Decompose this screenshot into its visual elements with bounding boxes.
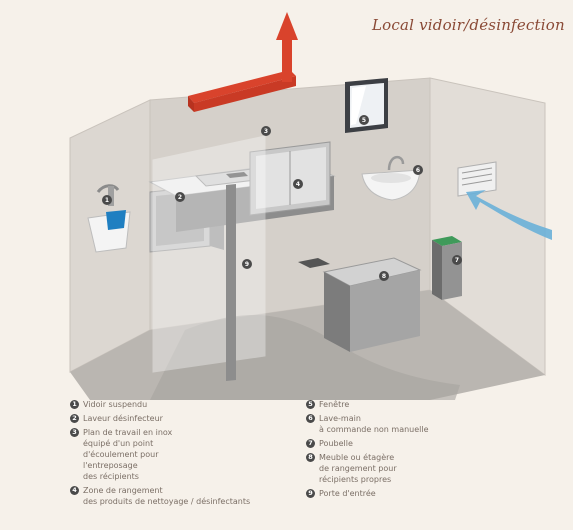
hanging-sluice	[87, 184, 131, 253]
legend-text: Porte d'entrée	[319, 489, 376, 498]
callout-markers: 1 2 3 4 5 6 7 8 9	[102, 115, 462, 281]
legend-number: 9	[306, 489, 315, 498]
callout-6: 6	[413, 165, 423, 175]
legend-item-7: 7 Poubelle	[306, 438, 526, 449]
callout-9: 9	[242, 259, 252, 269]
legend-item-8: 8 Meuble ou étagère de rangement pour réc…	[306, 452, 526, 485]
legend-right: 5 Fenêtre 6 Lave-main à commande non manue…	[306, 399, 526, 502]
legend-number: 4	[70, 486, 79, 495]
legend-number: 7	[306, 439, 315, 448]
door-frame	[226, 184, 236, 381]
diagram-title: Local vidoir/désinfection	[372, 16, 565, 34]
exhaust-duct	[188, 12, 298, 112]
legend-number: 5	[306, 400, 315, 409]
legend-item-6: 6 Lave-main à commande non manuelle	[306, 413, 526, 435]
hand-wash-sink	[361, 156, 421, 201]
legend-item-1: 1 Vidoir suspendu	[70, 399, 290, 410]
legend-text: Plan de travail en inox équipé d'un poin…	[83, 428, 173, 481]
legend-item-5: 5 Fenêtre	[306, 399, 526, 410]
legend-number: 8	[306, 453, 315, 462]
callout-4: 4	[293, 179, 303, 189]
floor-drain	[298, 258, 330, 268]
legend-number: 3	[70, 428, 79, 437]
storage-cabinet	[249, 141, 331, 216]
legend-item-2: 2 Laveur désinfecteur	[70, 413, 290, 424]
svg-text:1: 1	[105, 197, 109, 204]
legend-item-9: 9 Porte d'entrée	[306, 488, 526, 499]
waste-bin	[432, 236, 462, 300]
svg-text:6: 6	[416, 167, 420, 174]
clean-containers-unit	[322, 257, 422, 352]
svg-text:9: 9	[245, 261, 249, 268]
legend-number: 1	[70, 400, 79, 409]
svg-text:2: 2	[178, 194, 182, 201]
legend-number: 6	[306, 414, 315, 423]
callout-8: 8	[379, 271, 389, 281]
room-illustration: 1 2 3 4 5 6 7 8 9	[69, 12, 552, 400]
airflow-arrow	[466, 190, 552, 240]
legend-item-4: 4 Zone de rangement des produits de netto…	[70, 485, 290, 507]
svg-text:3: 3	[264, 128, 268, 135]
entrance-door	[152, 135, 266, 373]
legend-text: Zone de rangement des produits de nettoy…	[83, 486, 251, 506]
legend-text: Fenêtre	[319, 400, 350, 409]
callout-3: 3	[261, 126, 271, 136]
legend-item-3: 3 Plan de travail en inox équipé d'un poi…	[70, 427, 290, 482]
legend-text: Poubelle	[319, 439, 353, 448]
callout-7: 7	[452, 255, 462, 265]
legend-text: Laveur désinfecteur	[83, 414, 163, 423]
svg-text:7: 7	[455, 257, 459, 264]
wall-vent	[457, 161, 497, 197]
legend-text: Vidoir suspendu	[83, 400, 148, 409]
svg-text:5: 5	[362, 117, 366, 124]
callout-5: 5	[359, 115, 369, 125]
svg-text:4: 4	[296, 181, 300, 188]
callout-1: 1	[102, 195, 112, 205]
legend-text: Lave-main à commande non manuelle	[319, 414, 429, 434]
callout-2: 2	[175, 192, 185, 202]
legend-text: Meuble ou étagère de rangement pour réci…	[319, 453, 397, 484]
legend-number: 2	[70, 414, 79, 423]
svg-text:8: 8	[382, 273, 386, 280]
window	[345, 78, 388, 133]
